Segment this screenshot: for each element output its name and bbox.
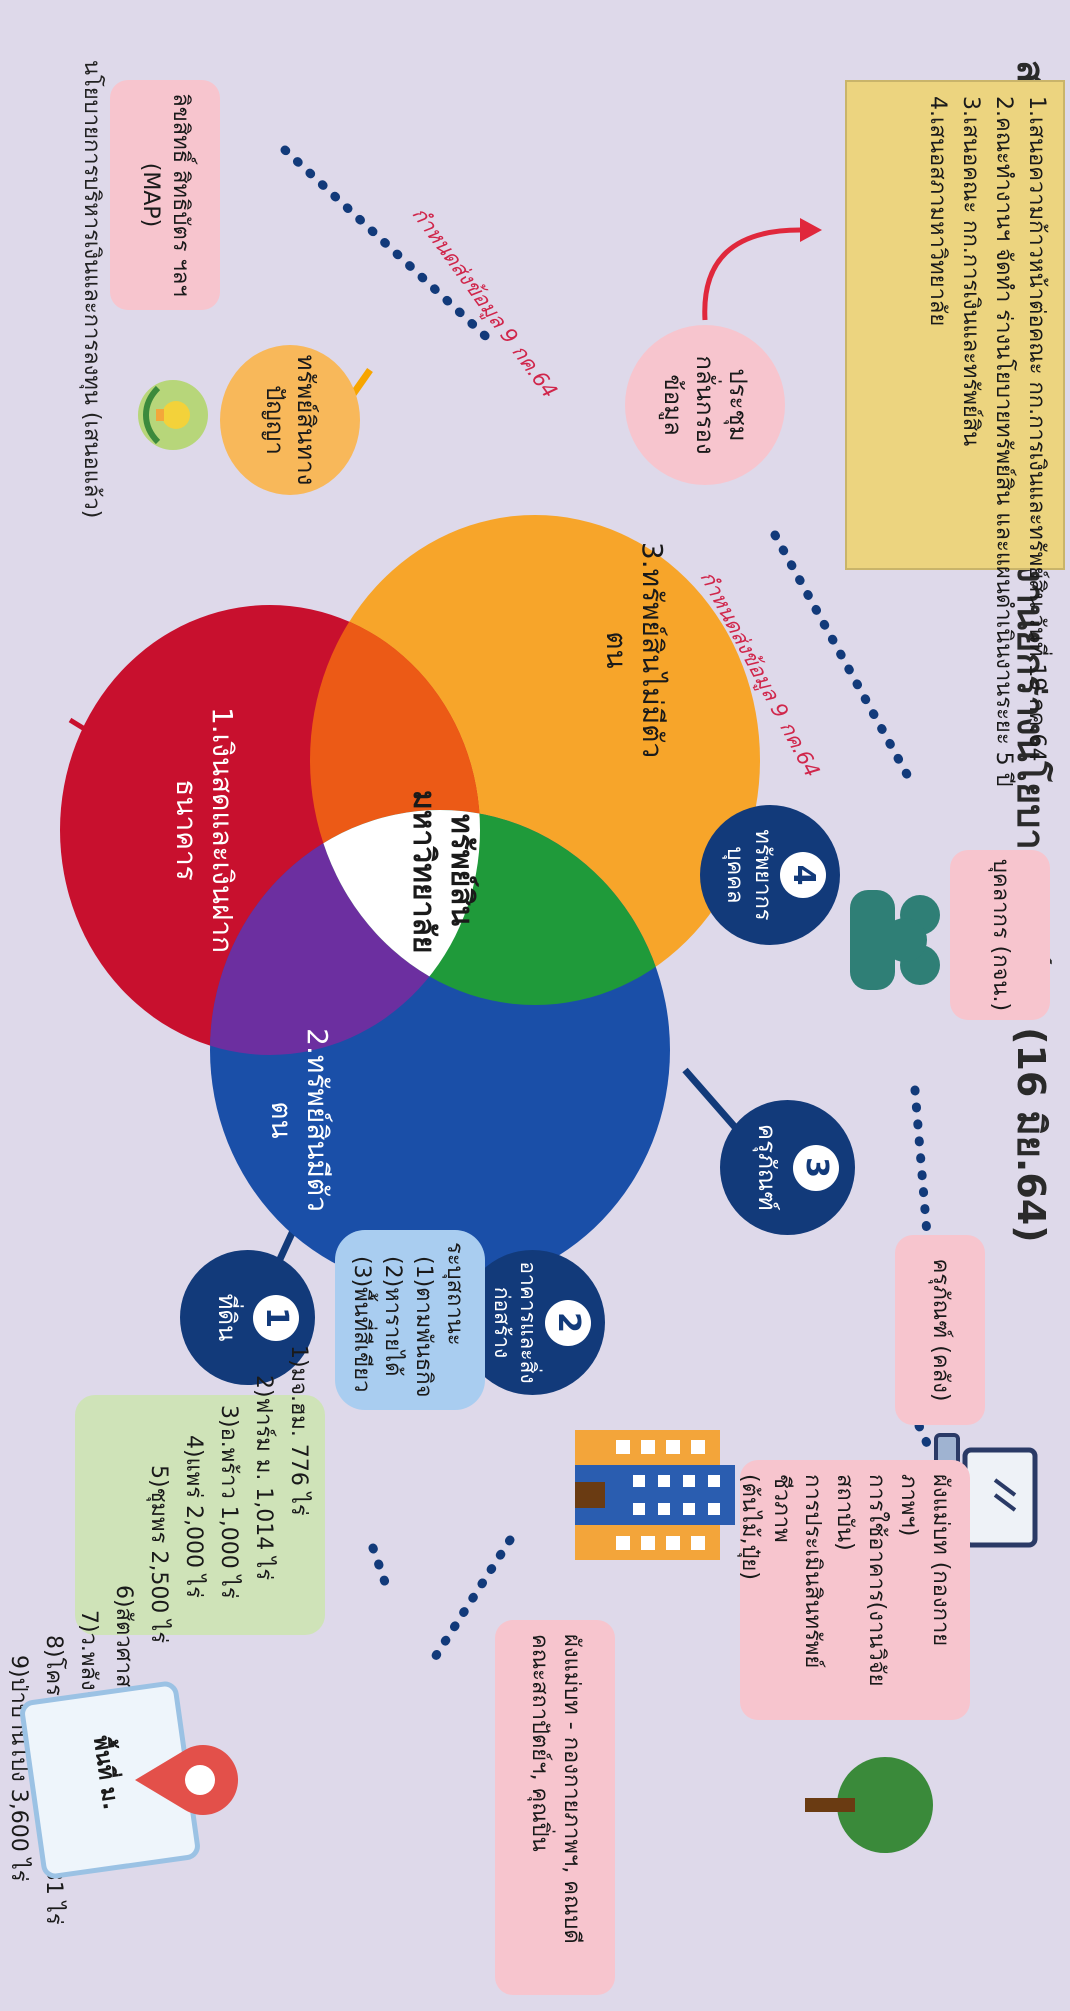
venn-label-center: ทรัพย์สินมหาวิทยาลัย	[406, 790, 480, 954]
land-item-4: 4)แพร่ 2,000 ไร่	[181, 1435, 206, 1598]
tree-icon	[805, 1757, 933, 1853]
specify-item-2: (2)หารายได้	[380, 1256, 406, 1377]
next-steps-box: 1.เสนอความก้าวหน้าต่อคณะ กก.การเงินและทร…	[845, 80, 1065, 787]
next-step-1: 1.เสนอความก้าวหน้าต่อคณะ กก.การเงินและทร…	[1024, 96, 1049, 762]
specify-item-3: (3)พื้นที่สีเขียว	[349, 1256, 375, 1393]
branch-land-number: 1	[253, 1294, 299, 1341]
specify-status-box: ระบุสถานะ (1)ตามพันธกิจ (2)หารายได้ (3)พ…	[335, 1230, 485, 1410]
dotted-map-to-screening	[280, 145, 500, 350]
branch-equipment-number: 3	[793, 1144, 839, 1191]
branch-building-label: อาคารและสิ่งก่อสร้าง	[489, 1261, 540, 1384]
lightbulb-hands-icon	[138, 380, 208, 450]
arrow-to-yellow-box	[702, 227, 801, 321]
building-icon	[575, 1430, 735, 1560]
next-step-2: 2.คณะทำงานฯ จัดทำ ร่างนโยบายทรัพย์สิน แล…	[991, 96, 1016, 787]
screening-meeting-node: ประชุมกลั่นกรองข้อมูล	[625, 325, 785, 485]
land-item-5: 5)ชุมพร 2,500 ไร่	[146, 1465, 171, 1644]
screening-label: ประชุมกลั่นกรองข้อมูล	[658, 355, 752, 455]
branch-equipment-label: ครุภัณฑ์	[753, 1124, 781, 1211]
land-tag: พื้นที่ ม.	[87, 1734, 124, 1812]
map-box-label: ลิขสิทธิ์ สิทธิบัตร ฯลฯ (MAP)	[138, 93, 193, 297]
dotted-screening-to-personnel	[770, 530, 915, 785]
dotted-masterplan-to-masterplan	[425, 1535, 515, 1670]
master-plan-2-line-4: (ต้นไม้,ปุ๋ย)	[736, 1474, 762, 1580]
venn-label-tangible: 2.ทรัพย์สินมีตัวตน	[264, 1028, 334, 1212]
next-step-3: 3.เสนอคณะ กก.การเงินและทรัพย์สิน	[958, 96, 983, 447]
specify-item-1: (1)ตามพันธกิจ	[411, 1256, 436, 1398]
master-plan-box-1: ผังแม่บท - กองกายภาพฯ, คณบดีคณะสถาปัตย์ฯ…	[495, 1620, 615, 1995]
master-plan-2-line-2: การใช้อาคาร(งานวิจัยสถาบัน)	[832, 1474, 890, 1687]
next-step-4: 4.เสนอสภามหาวิทยาลัย	[925, 96, 950, 327]
venn-label-intangible: 3.ทรัพย์สินไม่มีตัวตน	[599, 541, 669, 759]
venn-center	[310, 810, 480, 1005]
intellectual-property-node: ทรัพย์สินทางปัญญา	[220, 345, 360, 495]
lightbulb-graphic	[142, 385, 190, 445]
venn-label-cash: 1.เงินสดและเงินฝากธนาคาร	[169, 706, 239, 954]
land-item-1: 1)มจ.ฮม. 776 ไร่	[286, 1345, 311, 1516]
master-plan-2-line-3: การประเมินสินทรัพย์ชีวภาพ	[768, 1474, 826, 1669]
branch-hr-label: ทรัพยากรบุคคล	[722, 829, 776, 921]
arrow-head-icon	[800, 218, 822, 242]
people-icon	[850, 890, 940, 990]
personnel-box: บุคลากร (กจน.)	[950, 850, 1050, 1020]
master-plan-box-2: ผังแม่บท (กองกายภาพฯ) การใช้อาคาร(งานวิจ…	[737, 1460, 970, 1720]
equipment-box-label: ครุภัณฑ์ (คลัง)	[927, 1258, 953, 1402]
dotted-specify-to-masterplan	[368, 1543, 392, 1593]
map-box: ลิขสิทธิ์ สิทธิบัตร ฯลฯ (MAP)	[110, 80, 220, 310]
branch-equipment: 3 ครุภัณฑ์	[720, 1100, 855, 1235]
land-item-3: 3)อ.พร้าว 1,000 ไร่	[216, 1405, 241, 1599]
branch-land-label: ที่ดิน	[213, 1293, 241, 1342]
master-plan-1-label: ผังแม่บท - กองกายภาพฯ, คณบดีคณะสถาปัตย์ฯ…	[527, 1634, 584, 1944]
land-item-2: 2)ฟาร์ม ม. 1,014 ไร่	[251, 1375, 276, 1581]
equipment-box: ครุภัณฑ์ (คลัง)	[895, 1235, 985, 1425]
master-plan-2-line-1: ผังแม่บท (กองกายภาพฯ)	[896, 1474, 953, 1647]
map-pin-icon	[135, 1745, 239, 1815]
branch-human-resources: 4 ทรัพยากรบุคคล	[700, 805, 840, 945]
policy-note: นโยบายการบริหารเงินและการลงทุน (เสนอแล้ว…	[79, 60, 104, 519]
intellectual-property-label: ทรัพย์สินทางปัญญา	[261, 354, 321, 486]
personnel-box-label: บุคลากร (กจน.)	[987, 858, 1013, 1012]
branch-hr-number: 4	[780, 852, 826, 898]
branch-building-number: 2	[545, 1299, 591, 1346]
specify-head: ระบุสถานะ	[442, 1242, 467, 1346]
